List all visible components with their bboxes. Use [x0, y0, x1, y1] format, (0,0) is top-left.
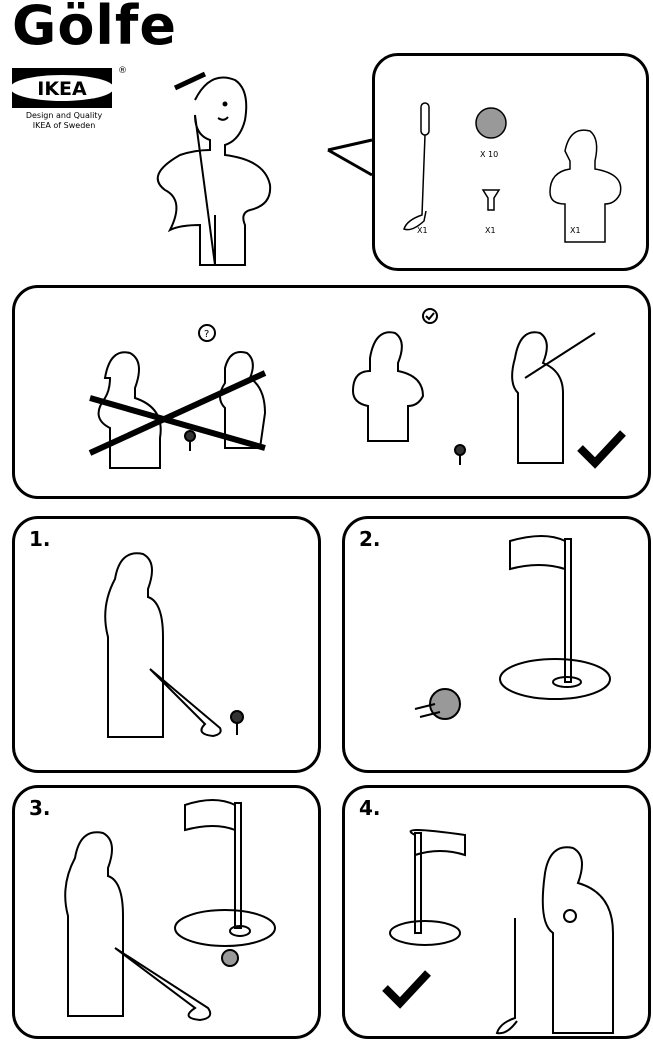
step-4-panel: 4. [342, 785, 651, 1039]
speaking-figure [156, 71, 373, 266]
svg-text:IKEA: IKEA [37, 78, 87, 100]
question-mark: ? [204, 329, 209, 340]
step-4-illustration [382, 829, 614, 1035]
step-number: 1. [29, 527, 51, 551]
safety-panel: ? [12, 285, 651, 499]
step-number: 4. [359, 796, 381, 820]
page-title: Gölfe [12, 0, 178, 57]
person-icon [549, 129, 622, 243]
step-number: 3. [29, 796, 51, 820]
step-2-illustration [414, 535, 611, 720]
ball-qty: X 10 [480, 150, 499, 159]
ikea-logo: IKEA [10, 68, 114, 108]
step-number: 2. [359, 527, 381, 551]
step-3-illustration [64, 799, 276, 1022]
tagline-line-1: Design and Quality [25, 111, 103, 120]
club-qty: X1 [417, 226, 428, 235]
parts-box: X 10 X1 X1 X1 [372, 53, 649, 271]
tee-qty: X1 [485, 226, 496, 235]
step-1-panel: 1. [12, 516, 321, 773]
club-icon [420, 102, 430, 136]
step-1-illustration [104, 552, 244, 738]
step-3-panel: 3. [12, 785, 321, 1039]
parts-illustrations [403, 102, 622, 243]
step-2-panel: 2. [342, 516, 651, 773]
registered-mark: ® [118, 66, 127, 76]
tee-icon [481, 189, 501, 211]
golf-ball-icon [475, 107, 507, 139]
safety-illustration: ? [88, 308, 626, 469]
person-qty: X1 [570, 226, 581, 235]
tagline-line-2: IKEA of Sweden [32, 121, 96, 130]
